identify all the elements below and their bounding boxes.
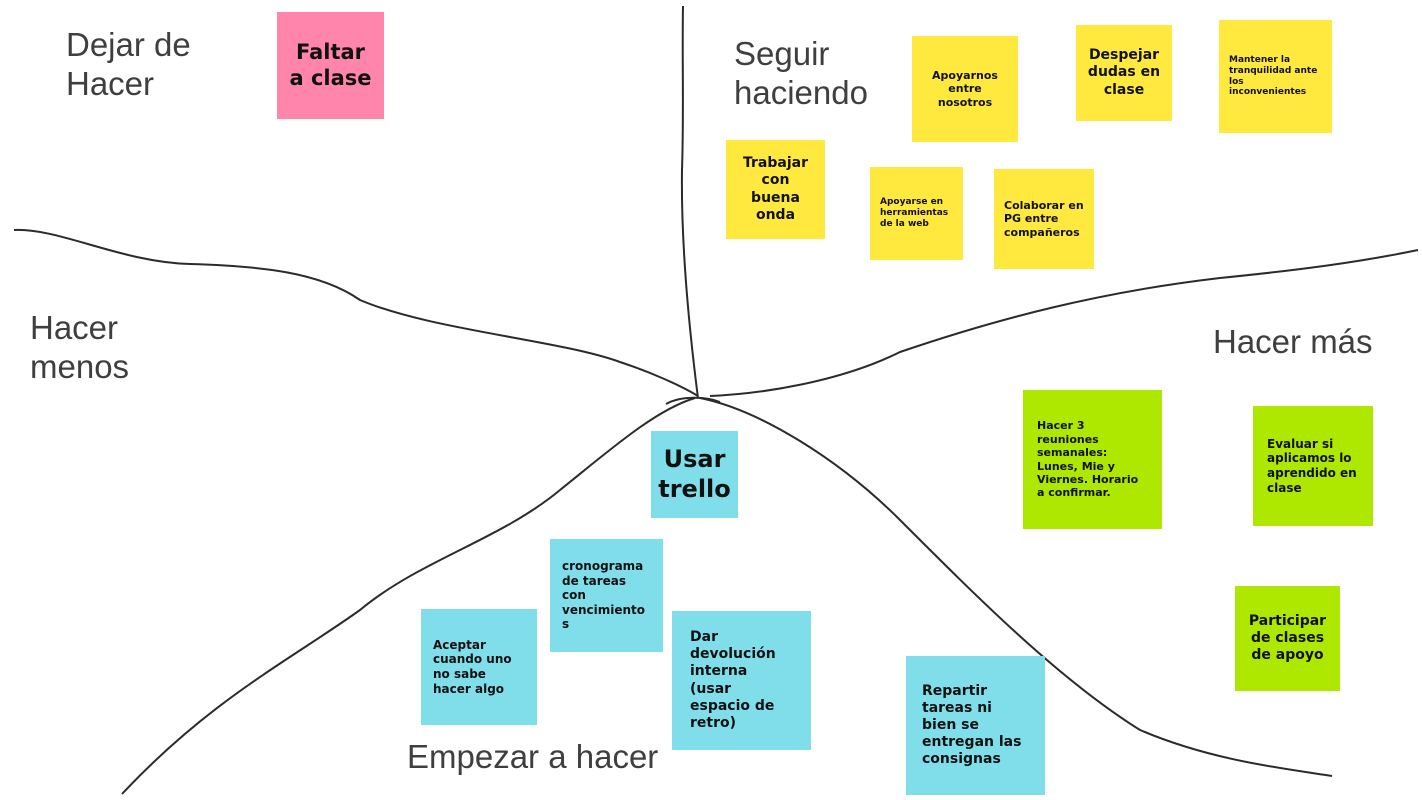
sticky-note-text: Faltar a clase xyxy=(289,39,372,90)
divider-line-right xyxy=(709,249,1419,397)
sticky-note-text: Hacer 3 reuniones semanales: Lunes, Mie … xyxy=(1037,419,1139,500)
sticky-note-text: Apoyarse en herramientas de la web xyxy=(880,197,949,229)
section-label-hacer-mas: Hacer más xyxy=(1213,323,1373,360)
section-label-hacer-menos: Hacer menos xyxy=(30,309,130,385)
section-label-empezar-a-hacer: Empezar a hacer xyxy=(407,738,659,775)
section-label-seguir-haciendo: Seguir haciendo xyxy=(734,35,868,111)
sticky-note-evaluar-aprendido[interactable]: Evaluar si aplicamos lo aprendido en cla… xyxy=(1253,406,1373,526)
divider-line-bottom-left xyxy=(121,397,696,795)
sticky-note-usar-trello[interactable]: Usar trello xyxy=(651,431,738,518)
divider-line-apex xyxy=(665,396,721,405)
divider-line-bottom-right xyxy=(699,397,1333,777)
sticky-note-despejar-dudas[interactable]: Despejar dudas en clase xyxy=(1076,25,1172,121)
sticky-note-repartir-tareas[interactable]: Repartir tareas ni bien se entregan las … xyxy=(906,656,1045,795)
sticky-note-text: cronograma de tareas con vencimientos xyxy=(562,558,646,632)
sticky-note-text: Apoyarnos entre nosotros xyxy=(932,68,998,109)
sticky-note-apoyarnos[interactable]: Apoyarnos entre nosotros xyxy=(912,36,1018,142)
sticky-note-text: Mantener la tranquilidad ante los inconv… xyxy=(1229,54,1318,98)
sticky-note-text: Despejar dudas en clase xyxy=(1087,47,1161,98)
sticky-note-participar-apoyo[interactable]: Participar de clases de apoyo xyxy=(1235,586,1340,691)
sticky-note-apoyarse-herramientas[interactable]: Apoyarse en herramientas de la web xyxy=(870,167,963,260)
divider-line-left xyxy=(13,228,699,397)
sticky-note-text: Usar trello xyxy=(658,445,731,503)
sticky-note-cronograma[interactable]: cronograma de tareas con vencimientos xyxy=(550,539,663,652)
sticky-note-colaborar-pg[interactable]: Colaborar en PG entre compañeros xyxy=(994,169,1094,269)
sticky-note-text: Participar de clases de apoyo xyxy=(1248,612,1327,664)
sticky-note-dar-devolucion[interactable]: Dar devolución interna (usar espacio de … xyxy=(672,611,811,750)
sticky-note-text: Repartir tareas ni bien se entregan las … xyxy=(922,682,1022,768)
sticky-note-aceptar[interactable]: Aceptar cuando uno no sabe hacer algo xyxy=(421,609,537,725)
sticky-note-text: Trabajar con buena onda xyxy=(743,155,808,223)
sticky-note-text: Dar devolución interna (usar espacio de … xyxy=(690,629,776,731)
section-label-dejar-de-hacer: Dejar de Hacer xyxy=(66,26,191,102)
sticky-note-mantener-tranquilidad[interactable]: Mantener la tranquilidad ante los inconv… xyxy=(1219,20,1332,133)
divider-line-top xyxy=(680,5,699,399)
sticky-note-text: Aceptar cuando uno no sabe hacer algo xyxy=(433,637,512,696)
sticky-note-trabajar-buena-onda[interactable]: Trabajar con buena onda xyxy=(726,140,825,239)
sticky-note-hacer-reuniones[interactable]: Hacer 3 reuniones semanales: Lunes, Mie … xyxy=(1023,390,1162,529)
sticky-note-text: Colaborar en PG entre compañeros xyxy=(1004,198,1084,239)
sticky-note-faltar-clase[interactable]: Faltar a clase xyxy=(277,12,384,119)
sticky-note-text: Evaluar si aplicamos lo aprendido en cla… xyxy=(1267,436,1357,495)
